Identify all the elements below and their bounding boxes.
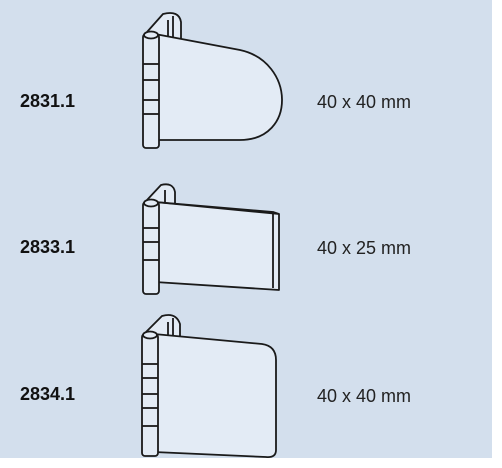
product-dimensions: 40 x 40 mm	[317, 92, 412, 112]
product-row-2831: 2831.1	[0, 0, 492, 160]
product-row-2833: 2833.1	[0, 160, 492, 300]
product-code: 2833.1	[20, 237, 76, 257]
product-row-2834: 2834.1	[0, 300, 492, 459]
product-dimensions: 40 x 40 mm	[317, 386, 412, 406]
product-code: 2831.1	[20, 91, 76, 111]
product-panel: 2831.1	[0, 0, 492, 459]
product-code: 2834.1	[20, 384, 76, 404]
hinge-rounded-leaf-drawing	[135, 10, 295, 155]
hinge-rectangular-leaf-drawing	[137, 182, 287, 297]
hinge-square-leaf-drawing	[136, 314, 286, 459]
product-dimensions: 40 x 25 mm	[317, 238, 412, 258]
